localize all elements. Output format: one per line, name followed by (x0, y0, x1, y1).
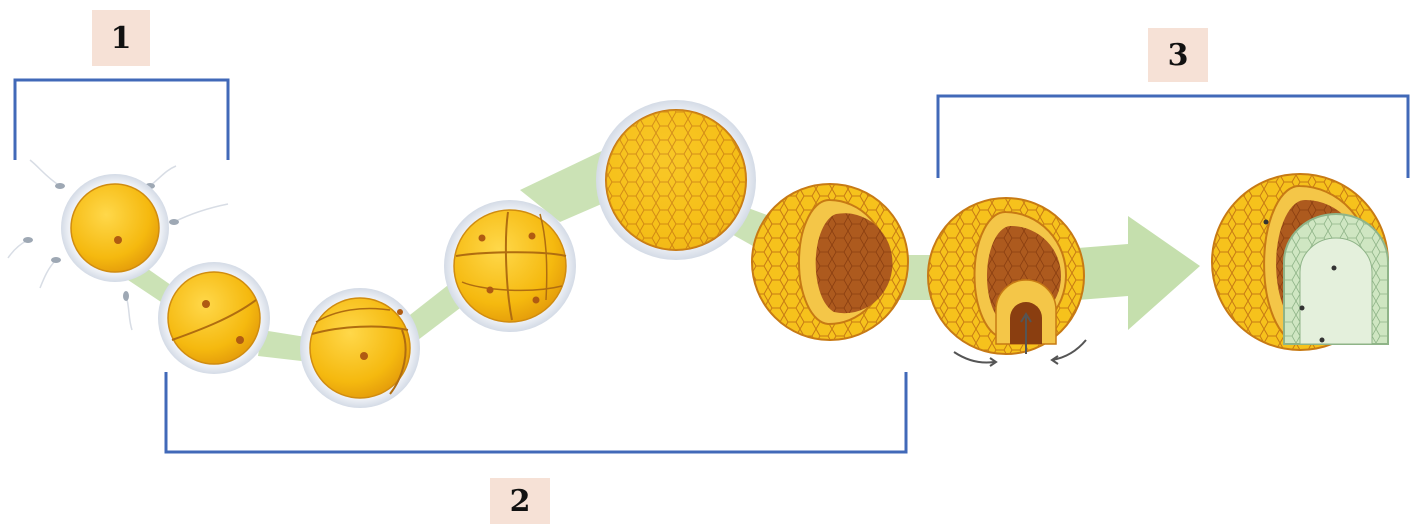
stage-label-1-text: 1 (111, 21, 132, 56)
stage-label-2-text: 2 (510, 484, 531, 519)
fertilized-egg (61, 174, 169, 282)
neurula (1212, 174, 1388, 350)
bracket-2 (166, 372, 906, 452)
stage-label-3-text: 3 (1168, 38, 1189, 73)
morula (596, 100, 756, 260)
stage-label-1: 1 (92, 10, 150, 66)
bracket-3 (938, 96, 1408, 178)
stage-label-2: 2 (490, 478, 550, 524)
green-arrow-icon (1078, 216, 1200, 330)
blastula (752, 184, 908, 340)
four-cell-embryo (300, 288, 420, 408)
eight-cell-embryo (444, 200, 576, 332)
bracket-1 (15, 80, 228, 160)
gastrula (928, 198, 1084, 354)
two-cell-embryo (158, 262, 270, 374)
stage-label-3: 3 (1148, 28, 1208, 82)
